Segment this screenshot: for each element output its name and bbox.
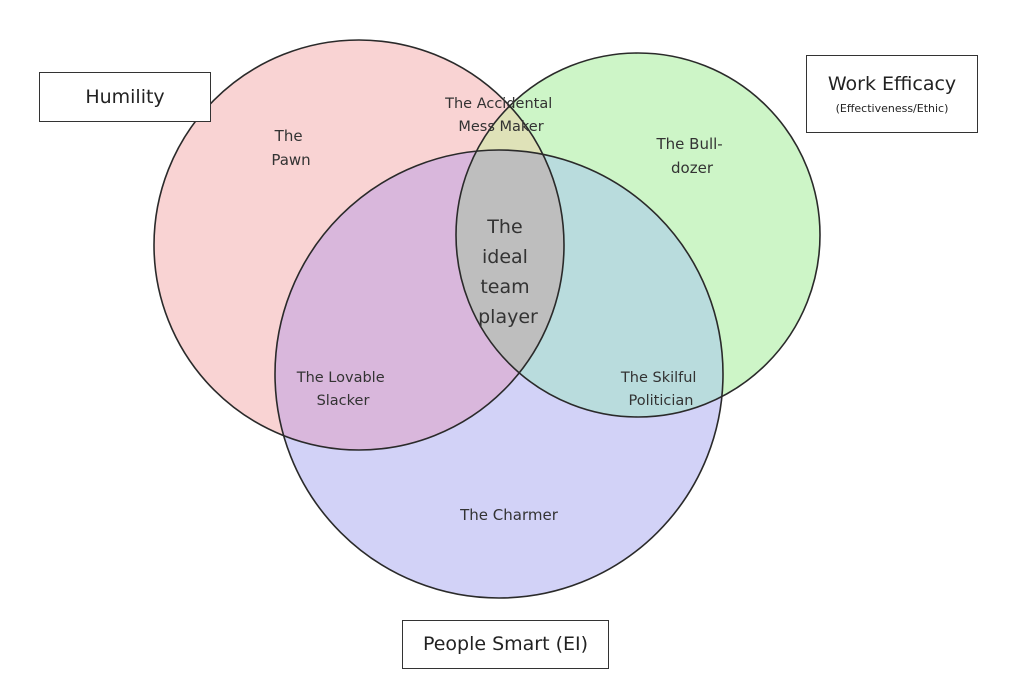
work-efficacy-label-box: Work Efficacy (Effectiveness/Ethic): [806, 55, 978, 133]
people-smart-label-box: People Smart (EI): [402, 620, 609, 669]
work-efficacy-title: Work Efficacy: [827, 73, 957, 96]
people-smart-title: People Smart (EI): [422, 633, 589, 656]
humility-title: Humility: [85, 85, 165, 108]
humility-outline: [153, 39, 565, 451]
label-lovable-slacker: The Lovable Slacker: [296, 370, 390, 409]
label-skilful-politician: The Skilful Politician: [620, 370, 701, 409]
label-accidental-mess-maker: The Accidental Mess Maker: [444, 96, 557, 135]
label-pawn: The Pawn: [271, 127, 310, 169]
work-efficacy-outline: [455, 52, 821, 418]
label-ideal-team-player: The ideal team player: [478, 216, 538, 328]
work-efficacy-subtitle: (Effectiveness/Ethic): [835, 101, 949, 115]
label-bulldozer: The Bull- dozer: [656, 135, 728, 177]
people-smart-outline: [274, 149, 724, 599]
humility-label-box: Humility: [39, 72, 211, 122]
humility-people-intersection: [275, 150, 564, 450]
label-charmer: The Charmer: [459, 506, 559, 524]
